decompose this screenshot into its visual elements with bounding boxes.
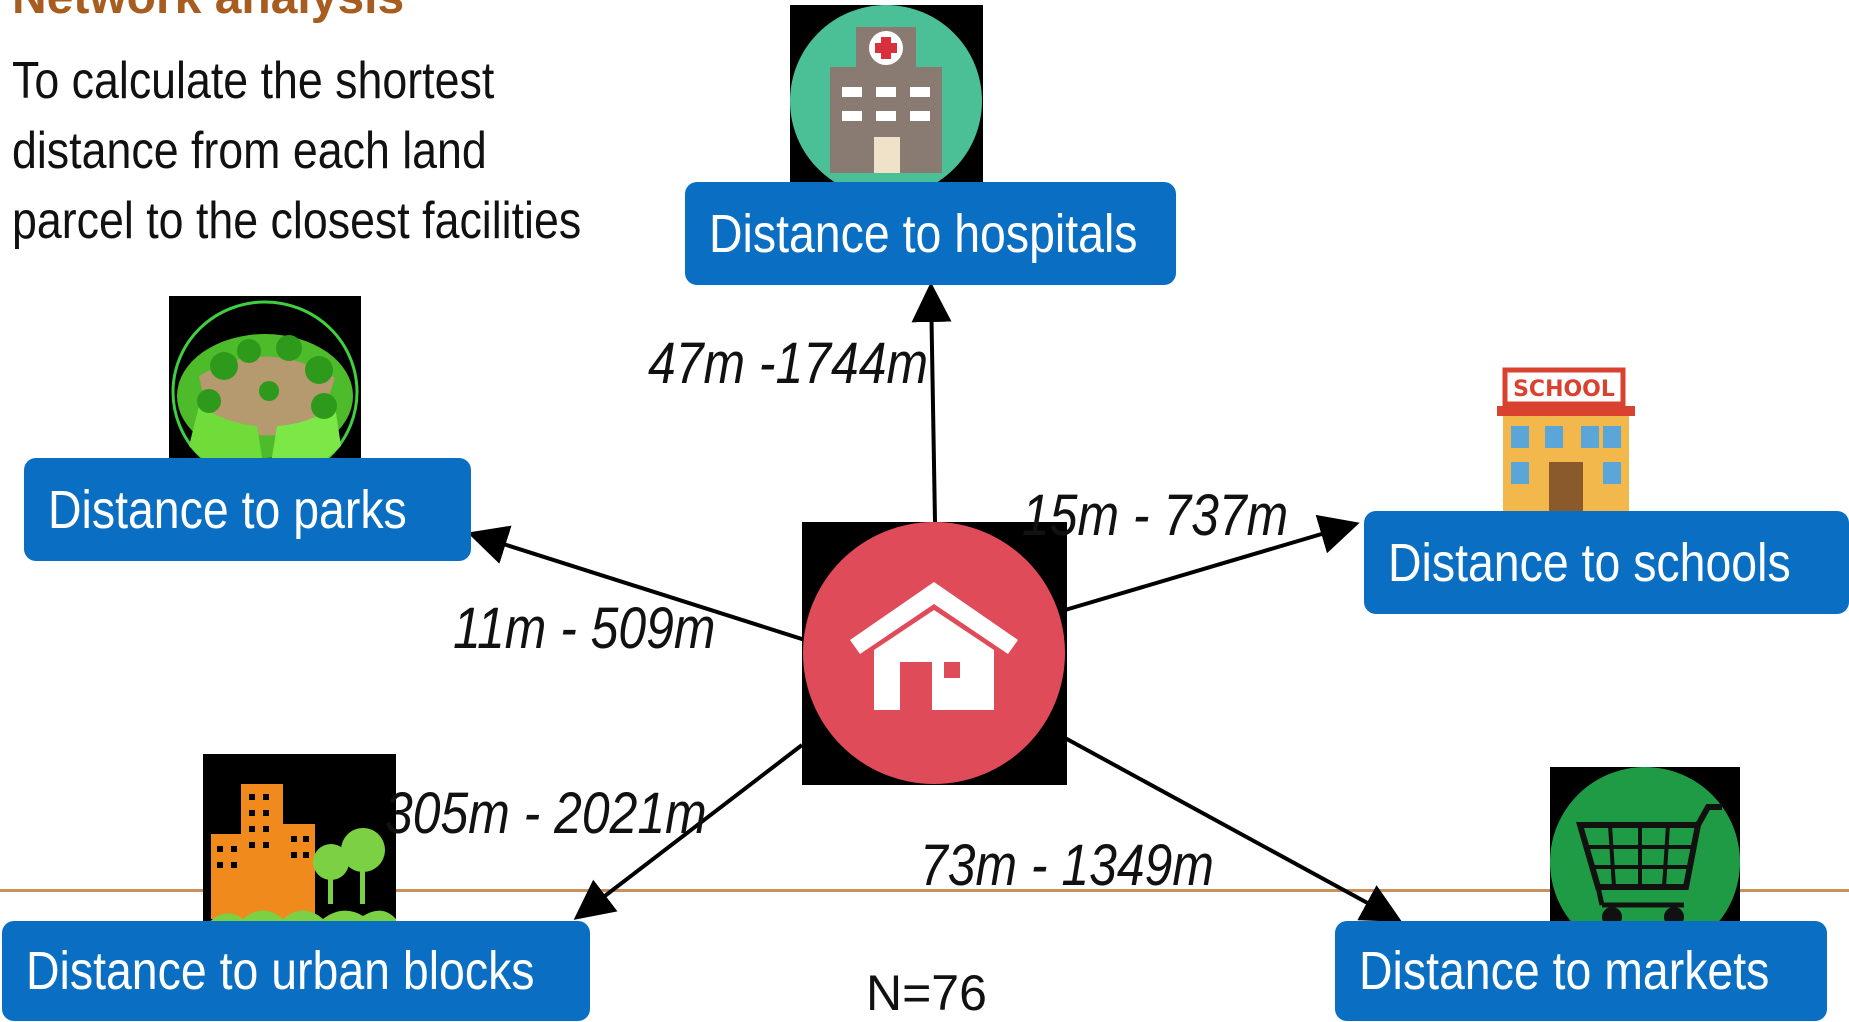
hospitals-label: Distance to hospitals <box>709 203 1138 264</box>
urban-blocks-label: Distance to urban blocks <box>26 941 535 1001</box>
markets-box: Distance to markets <box>1335 921 1827 1021</box>
park-icon <box>169 296 361 488</box>
arrow-to-hospitals <box>911 282 952 523</box>
sample-count: N=76 <box>866 965 987 1021</box>
arrow-to-schools <box>1064 514 1360 612</box>
markets-range: 73m - 1349m <box>920 833 1214 898</box>
parks-box: Distance to parks <box>24 458 471 561</box>
parks-range: 11m - 509m <box>453 596 716 661</box>
hospitals-box: Distance to hospitals <box>685 182 1176 285</box>
slide-subtitle: To calculate the shortest distance from … <box>12 52 582 250</box>
parks-label: Distance to parks <box>48 479 407 540</box>
urban-blocks-box: Distance to urban blocks <box>2 921 590 1021</box>
schools-box: Distance to schools <box>1364 511 1849 614</box>
arrow-to-urban-blocks <box>573 743 804 920</box>
arrow-to-parks <box>467 525 806 642</box>
schools-label: Distance to schools <box>1388 532 1791 593</box>
hospital-icon <box>790 5 983 198</box>
arrow-to-markets <box>1064 736 1403 922</box>
school-icon: SCHOOL <box>1485 362 1646 532</box>
house-icon <box>802 522 1067 785</box>
city-icon <box>203 754 396 929</box>
schools-range: 15m - 737m <box>1022 483 1289 548</box>
urban-blocks-range: 305m - 2021m <box>385 781 707 846</box>
hospitals-range: 47m -1744m <box>648 331 929 396</box>
divider-line <box>0 889 1849 892</box>
svg-text:SCHOOL: SCHOOL <box>1513 377 1615 402</box>
slide-title: Network analysis <box>12 0 404 25</box>
markets-label: Distance to markets <box>1359 941 1770 1001</box>
